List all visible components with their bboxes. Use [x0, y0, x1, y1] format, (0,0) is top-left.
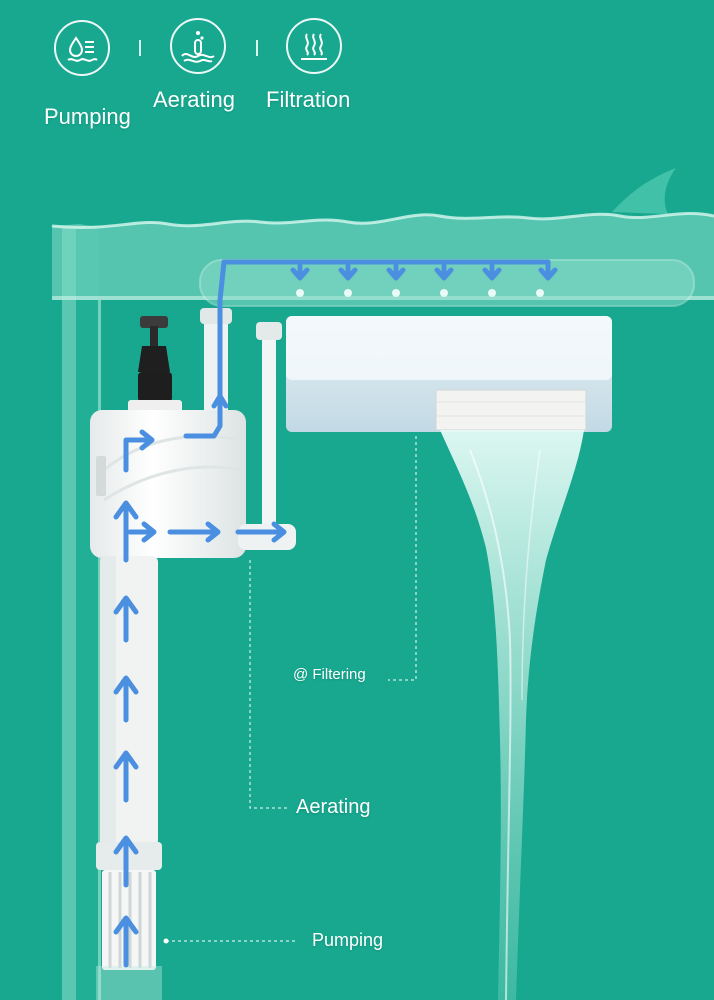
feature-label-filtration: Filtration	[266, 87, 351, 112]
pump-body	[90, 316, 296, 1000]
filter-box	[286, 316, 612, 432]
feature-separator	[139, 40, 141, 56]
feature-label-aerating: Aerating	[153, 87, 235, 112]
pumping-leader-dot	[163, 938, 169, 944]
flow-arrows	[113, 259, 558, 968]
feature-separator	[256, 40, 258, 56]
callout-pumping: Pumping	[312, 930, 384, 950]
water-level-icon	[54, 20, 110, 76]
aerating-bubbles-icon	[170, 18, 226, 74]
waterfall	[440, 430, 584, 1000]
callout-filtering: @ Filtering	[293, 666, 366, 683]
feature-label-pumping: Pumping	[44, 104, 131, 129]
spray-bar	[199, 259, 695, 307]
filtration-heat-icon	[286, 18, 342, 74]
callout-leaders	[166, 436, 417, 942]
tank-glass	[62, 228, 101, 1000]
callout-aerating: Aerating	[296, 796, 371, 818]
